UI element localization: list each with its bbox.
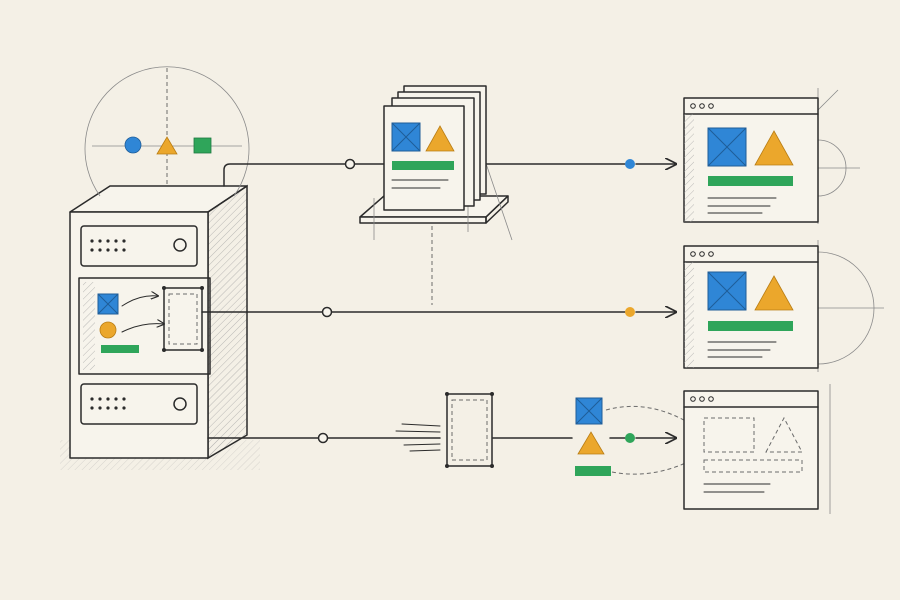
blue-circle-icon bbox=[124, 136, 142, 154]
output-page-1 bbox=[683, 88, 860, 224]
server-cabinet bbox=[60, 184, 260, 470]
orange-triangle-icon bbox=[577, 431, 605, 455]
shape-palette bbox=[84, 66, 250, 197]
document-stack bbox=[359, 85, 513, 305]
server-open-bay bbox=[78, 277, 211, 375]
connector-row-3 bbox=[207, 423, 676, 452]
window-dots-icon bbox=[690, 396, 714, 402]
template-frame bbox=[445, 392, 494, 468]
green-square-icon bbox=[193, 137, 212, 154]
orange-connector-dot bbox=[625, 307, 635, 317]
server-drive-top bbox=[80, 225, 198, 267]
window-dots-icon bbox=[690, 251, 714, 257]
connector-row-2 bbox=[201, 307, 676, 317]
server-drive-bottom bbox=[80, 383, 198, 425]
output-page-2 bbox=[683, 240, 884, 372]
output-page-3 bbox=[683, 384, 831, 514]
orange-triangle-icon bbox=[156, 136, 178, 155]
connector-row-1 bbox=[223, 159, 676, 187]
shape-assets bbox=[575, 397, 696, 476]
green-connector-dot bbox=[625, 433, 635, 443]
window-dots-icon bbox=[690, 103, 714, 109]
green-bar-icon bbox=[575, 466, 611, 476]
blue-connector-dot bbox=[625, 159, 635, 169]
